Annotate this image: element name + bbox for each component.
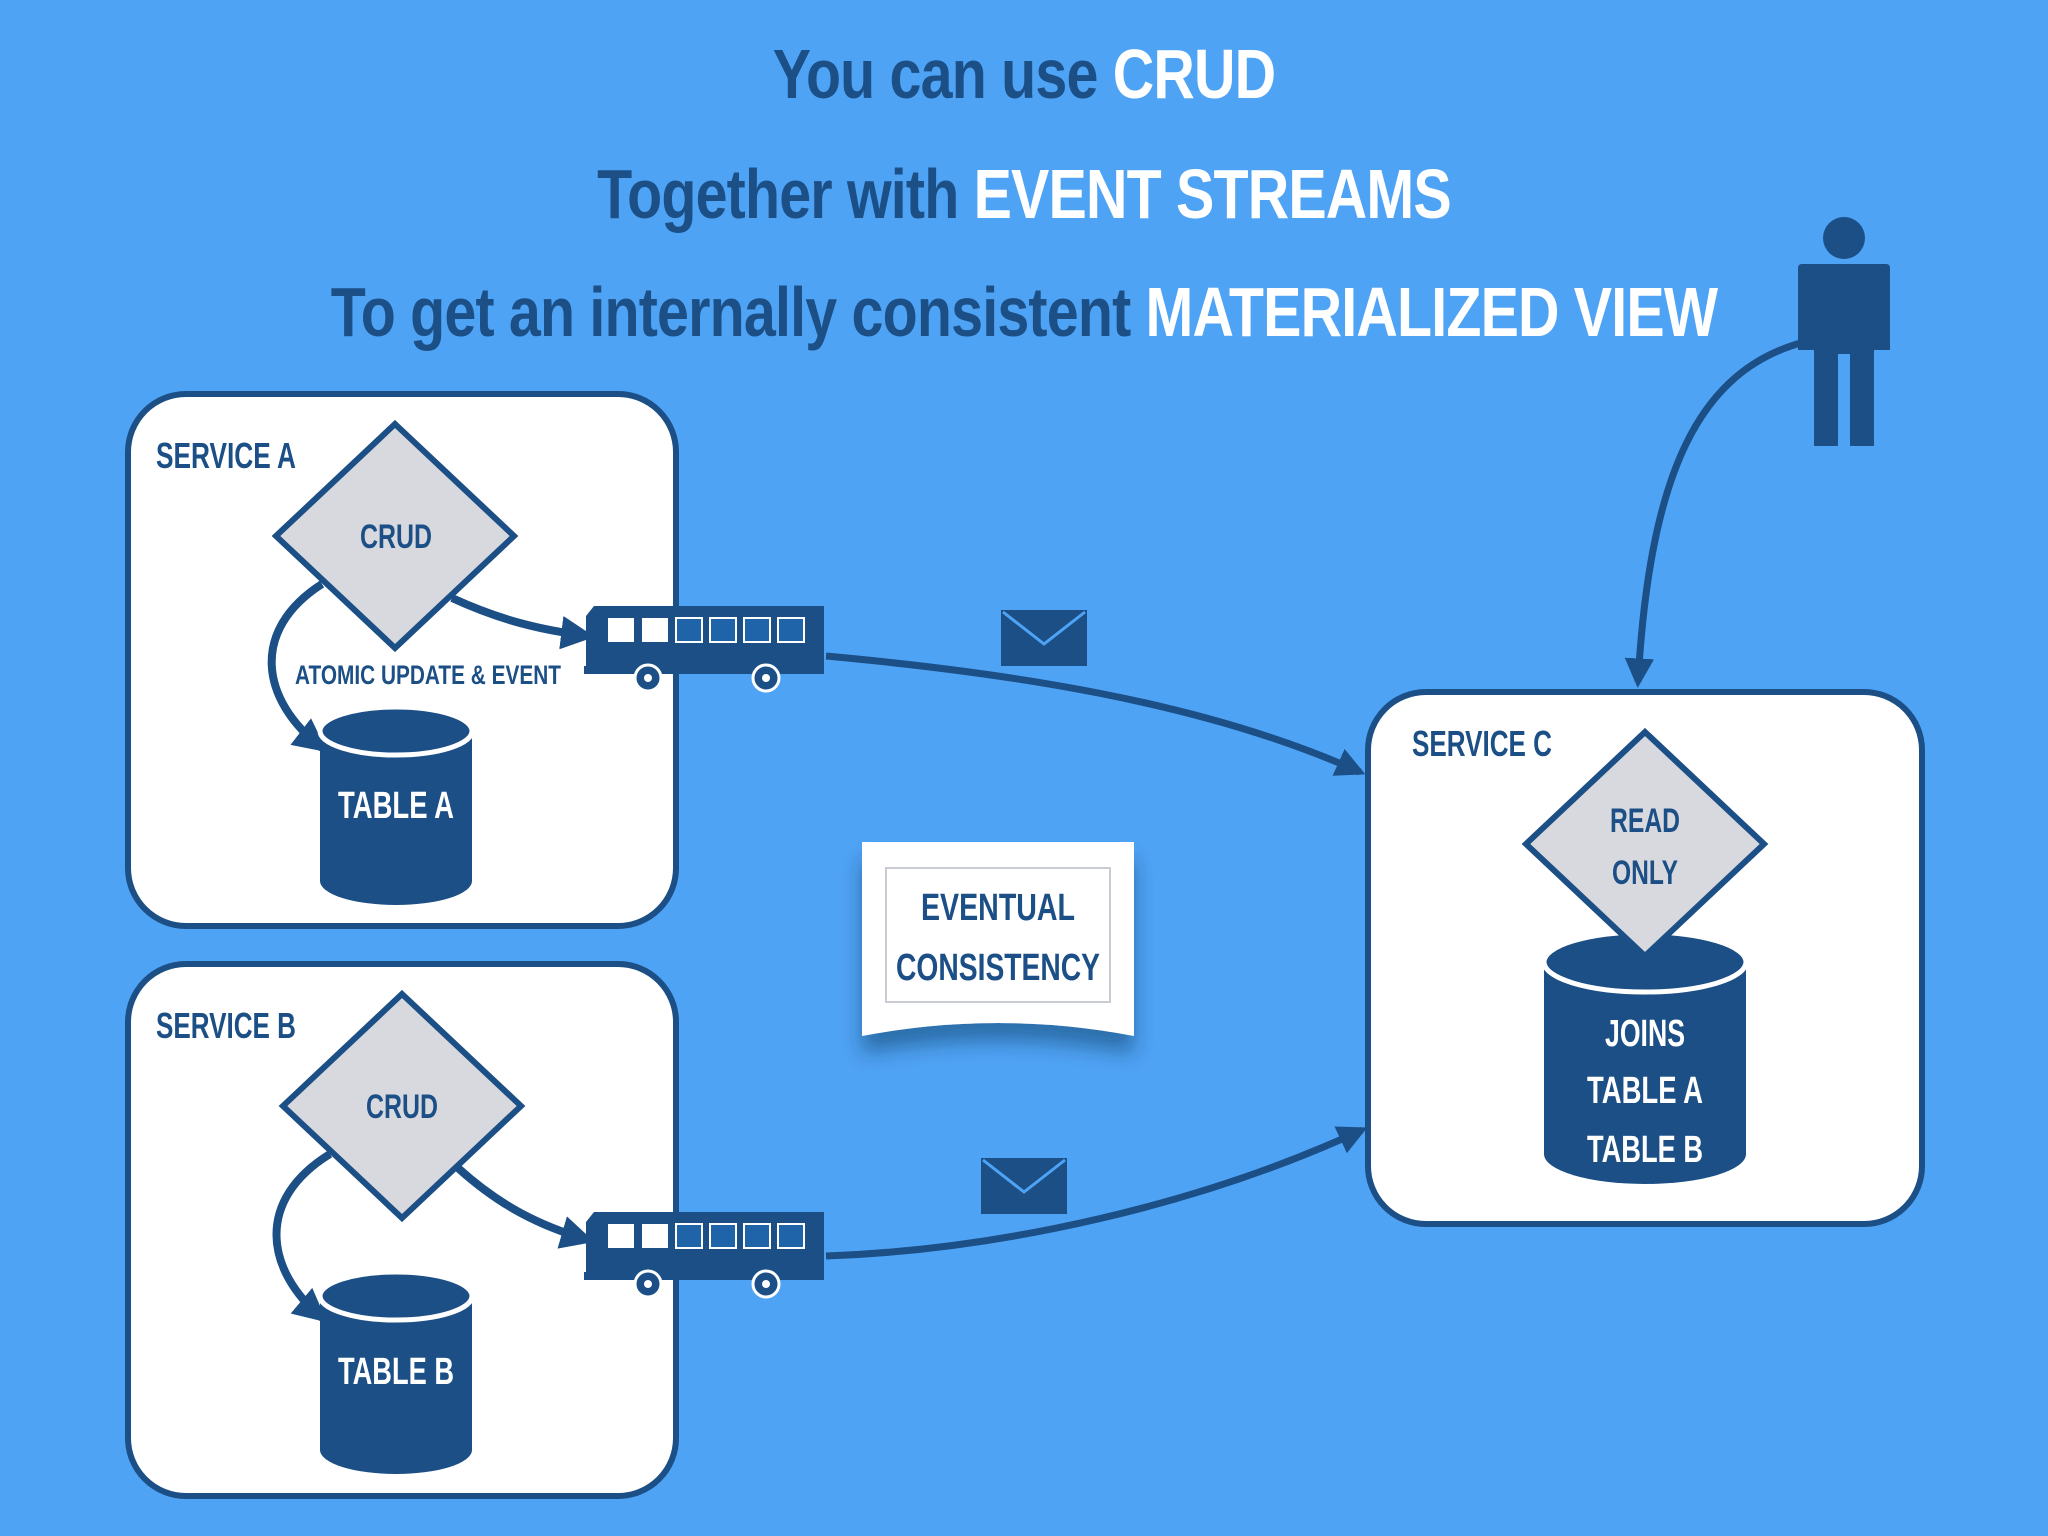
service-a-label: SERVICE A [156, 435, 296, 476]
joins-table-b-label: TABLE B [1587, 1129, 1703, 1171]
service-b-update-arrow [272, 1150, 333, 1323]
service-c-database-icon [1541, 929, 1749, 1184]
stream-b-to-c-arrow [825, 1126, 1368, 1260]
atomic-update-label: ATOMIC UPDATE & EVENT [295, 660, 561, 690]
service-b-crud-diamond [278, 989, 526, 1223]
read-only-line-2: ONLY [1612, 854, 1678, 892]
title-line-1: You can use CRUD [184, 34, 1863, 114]
title-line-3-prefix: To get an internally consistent [330, 273, 1146, 351]
service-c-read-only-diamond [1521, 727, 1769, 961]
title-line-1-highlight: CRUD [1112, 35, 1276, 113]
table-b-database-icon [317, 1269, 475, 1474]
service-c-label: SERVICE C [1412, 723, 1552, 764]
joins-table-a-label: TABLE A [1587, 1070, 1703, 1112]
service-a-event-arrow [450, 594, 595, 650]
query-arrow [1624, 338, 1805, 688]
person-icon [1798, 217, 1890, 446]
title-line-2-highlight: EVENT STREAMS [973, 155, 1452, 233]
title-line-3: To get an internally consistent MATERIAL… [184, 272, 1863, 352]
title-line-2-prefix: Together with [597, 155, 974, 233]
table-a-label: TABLE A [338, 785, 454, 827]
service-b-event-arrow [455, 1165, 595, 1249]
service-b-crud-label: CRUD [366, 1088, 438, 1126]
note-line-2: CONSISTENCY [896, 947, 1100, 989]
service-b-label: SERVICE B [156, 1005, 296, 1046]
message-a-envelope-icon [999, 608, 1089, 668]
service-a-crud-label: CRUD [360, 518, 432, 556]
service-a-update-arrow [267, 580, 328, 753]
service-a-crud-diamond [271, 419, 519, 653]
note-line-1: EVENTUAL [921, 887, 1075, 929]
table-b-label: TABLE B [338, 1351, 454, 1393]
joins-label: JOINS [1605, 1013, 1685, 1055]
table-a-database-icon [317, 704, 475, 905]
eventual-consistency-note [862, 842, 1134, 1036]
read-only-line-1: READ [1610, 802, 1680, 840]
stream-a-to-c-arrow [825, 652, 1366, 776]
title-line-3-highlight: MATERIALIZED VIEW [1145, 273, 1718, 351]
title-line-1-prefix: You can use [772, 35, 1113, 113]
note-inner-border [885, 867, 1111, 1003]
title-line-2: Together with EVENT STREAMS [184, 154, 1863, 234]
message-b-envelope-icon [979, 1156, 1069, 1216]
